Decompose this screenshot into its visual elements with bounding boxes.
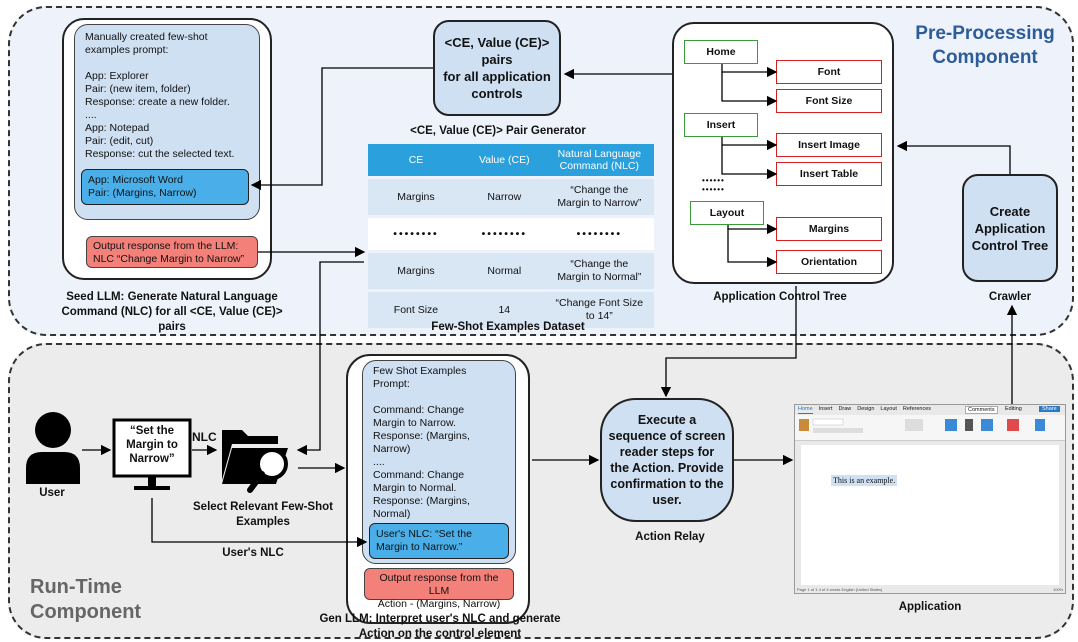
dataset-cell: •••••••• — [463, 218, 545, 250]
application-caption: Application — [898, 601, 962, 613]
create-control-tree-box: Create Application Control Tree — [962, 174, 1058, 282]
action-relay-box: Execute a sequence of screen reader step… — [600, 398, 734, 522]
monitor-text: “Set the Margin to Narrow” — [126, 425, 178, 465]
dataset-cell: Margins — [368, 179, 464, 215]
ribbon-tab-draw[interactable]: Draw — [838, 406, 852, 412]
monitor-icon — [112, 418, 192, 494]
ribbon-tabs: Home Insert Draw Design Layout Reference… — [795, 405, 1065, 414]
tree-line — [727, 229, 778, 268]
arrow-dataset-to-select — [296, 261, 364, 456]
ribbon-tab-layout[interactable]: Layout — [880, 406, 897, 412]
gen-llm-output: Output response from the LLM Action - (M… — [364, 568, 514, 610]
crawler-caption: Crawler — [988, 291, 1032, 303]
seed-llm-caption: Seed LLM: Generate Natural Language Comm… — [61, 291, 283, 333]
ribbon-tab-references[interactable]: References — [902, 406, 932, 412]
ribbon-toolbar — [795, 415, 1065, 441]
gen-prompt-highlight: User's NLC: “Set the Margin to Narrow.” — [369, 523, 509, 559]
tree-line — [721, 137, 778, 151]
gen-prompt-text: Few Shot Examples Prompt: Command: Chang… — [373, 365, 470, 520]
arrow-tree-to-action — [660, 286, 797, 398]
tree-node-layout: Layout — [690, 201, 764, 225]
application-window: Home Insert Draw Design Layout Reference… — [794, 404, 1066, 594]
dataset-header-value: Value (CE) — [463, 144, 545, 176]
document-text[interactable]: This is an example. — [831, 475, 898, 486]
zoom-level: 100% — [1053, 587, 1064, 592]
share-button[interactable]: Share — [1039, 406, 1060, 412]
dataset-header-ce: CE — [368, 144, 464, 176]
tree-line — [721, 64, 778, 78]
dataset-cell: Font Size — [368, 292, 464, 328]
few-shot-prompt-text: Manually created few-shot examples promp… — [85, 31, 235, 160]
folder-search-icon — [218, 420, 298, 494]
ribbon-tab-home[interactable]: Home — [798, 406, 813, 414]
dataset-cell: Narrow — [463, 179, 545, 215]
dataset-cell: 14 — [463, 292, 545, 328]
tree-line — [721, 72, 778, 107]
tree-node-orientation: Orientation — [776, 250, 882, 274]
status-bar: Page 1 of 1 4 of 4 words English (United… — [797, 587, 883, 592]
tree-node-insert-table: Insert Table — [776, 162, 882, 186]
gen-prompt-box: Few Shot Examples Prompt: Command: Chang… — [362, 360, 516, 564]
tree-ellipsis: •••••• •••••• — [702, 176, 725, 194]
tree-line — [721, 145, 778, 180]
user-caption: User — [39, 487, 65, 499]
ribbon-tab-insert[interactable]: Insert — [818, 406, 833, 412]
dataset-cell: Normal — [463, 253, 545, 289]
few-shot-prompt-box: Manually created few-shot examples promp… — [74, 24, 260, 220]
preprocessing-title: Pre-Processing Component — [915, 23, 1055, 68]
arrow-create-to-tree — [896, 140, 1011, 174]
control-tree-caption: Application Control Tree — [713, 291, 847, 303]
seed-llm-output: Output response from the LLM: NLC “Chang… — [86, 236, 258, 268]
pair-generator-caption: <CE, Value (CE)> Pair Generator — [410, 125, 586, 137]
arrow-pairs-to-prompt — [250, 67, 433, 191]
tree-node-margins: Margins — [776, 217, 882, 241]
tree-node-insert: Insert — [684, 113, 758, 137]
arrow-monitor-to-nlc — [151, 498, 368, 548]
gen-llm-caption: Gen LLM: Interpret user's NLC and genera… — [319, 613, 561, 640]
dataset-cell: “Change the Margin to Normal” — [544, 253, 654, 289]
dataset-cell: “Change Font Size to 14” — [544, 292, 654, 328]
tree-node-insert-image: Insert Image — [776, 133, 882, 157]
tree-node-font: Font — [776, 60, 882, 84]
user-icon — [24, 410, 82, 484]
dataset-cell: •••••••• — [368, 218, 464, 250]
document-page[interactable]: This is an example. — [801, 445, 1059, 585]
tree-line — [727, 223, 778, 235]
users-nlc-label: User's NLC — [222, 547, 284, 559]
editing-button[interactable]: Editing — [1005, 406, 1022, 412]
dataset-cell: Margins — [368, 253, 464, 289]
dataset-caption: Few-Shot Examples Dataset — [431, 321, 585, 333]
select-few-shot-caption: Select Relevant Few-Shot Examples — [193, 501, 333, 528]
ribbon-tab-design[interactable]: Design — [857, 406, 875, 412]
dataset-cell: •••••••• — [544, 218, 654, 250]
few-shot-dataset-table: CE Value (CE) Natural Language Command (… — [368, 141, 654, 331]
runtime-title: Run-Time Component — [30, 576, 142, 623]
dataset-cell: “Change the Margin to Narrow” — [544, 179, 654, 215]
tree-node-home: Home — [684, 40, 758, 64]
action-relay-caption: Action Relay — [635, 531, 705, 543]
comments-button[interactable]: Comments — [965, 406, 998, 414]
few-shot-prompt-highlight: App: Microsoft Word Pair: (Margins, Narr… — [81, 169, 249, 205]
dataset-header-nlc: Natural Language Command (NLC) — [544, 144, 654, 176]
ce-value-pairs-box: <CE, Value (CE)> pairs for all applicati… — [433, 20, 561, 116]
nlc-label: NLC — [192, 430, 217, 444]
